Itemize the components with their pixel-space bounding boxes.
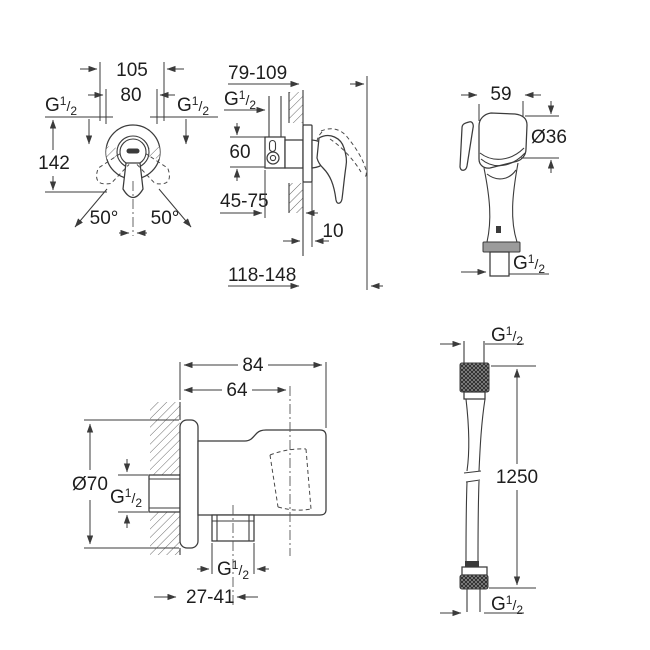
lever-side <box>316 135 348 204</box>
holder-body <box>197 429 327 516</box>
dim-plate-thickness: 10 <box>322 221 343 242</box>
flange-hatch-left <box>106 146 117 159</box>
escutcheon-plate <box>302 124 313 183</box>
holder-escutcheon <box>179 419 199 549</box>
thread-label-inlet: G1/2 <box>110 486 142 510</box>
view-hose: G1/2 1250 G1/2 <box>440 324 538 617</box>
hose-tube-lower <box>465 481 468 562</box>
dim-depth-bottom: 118-148 <box>228 265 296 286</box>
thread-label-side: G1/2 <box>224 88 256 112</box>
thread-label-outlet: G1/2 <box>217 558 249 582</box>
trigger-lever <box>459 121 474 171</box>
shower-head <box>478 112 528 169</box>
wall-hatch-lower <box>289 183 303 213</box>
thread-label-left: G1/2 <box>45 94 77 118</box>
dim-outlet-offset: 27-41 <box>186 587 235 608</box>
dim-hose-length: 1250 <box>496 467 538 488</box>
dim-width-inner: 80 <box>120 85 141 106</box>
shower-body <box>483 167 491 243</box>
view-mixer-side: 79-109 G1/2 60 45-75 10 118-148 <box>220 63 383 290</box>
inlet-nipple <box>148 474 181 513</box>
lever-side-open <box>320 128 367 179</box>
holder-cup <box>269 454 279 508</box>
dim-depth-total: 84 <box>242 355 264 376</box>
thread-label-hose-top: G1/2 <box>491 324 523 348</box>
collar-ring <box>482 241 521 253</box>
valve-body <box>284 139 304 169</box>
dim-depth-mid: 45-75 <box>220 191 269 212</box>
dim-body-height: 60 <box>229 142 250 163</box>
thread-label-shower: G1/2 <box>513 252 545 276</box>
view-wall-holder: 84 64 Ø70 G1/2 G1/2 27-41 <box>72 355 327 608</box>
dim-angle-left: 50° <box>90 208 119 229</box>
dim-depth-inner: 64 <box>226 380 248 401</box>
hose-tube-upper <box>465 398 470 472</box>
dim-head-diameter: Ø36 <box>531 127 567 148</box>
flange-hatch-right <box>149 146 160 159</box>
wall-hatch-upper <box>289 92 303 123</box>
dim-depth-top: 79-109 <box>228 63 287 84</box>
dim-width-outer: 105 <box>116 60 148 81</box>
dim-head-width: 59 <box>490 84 511 105</box>
dim-angle-right: 50° <box>151 208 180 229</box>
view-mixer-front: 105 80 G1/2 G1/2 142 50° 50° <box>38 60 218 237</box>
inlet-stem <box>489 251 510 277</box>
dim-height: 142 <box>38 153 70 174</box>
thread-label-right: G1/2 <box>177 94 209 118</box>
view-hand-shower: 59 Ø36 G1/2 <box>459 84 567 277</box>
lever-handle <box>122 162 144 199</box>
body-notch <box>496 226 501 233</box>
dim-plate-diameter: Ø70 <box>72 474 108 495</box>
hose-nut-bottom <box>459 574 489 590</box>
handle-slot <box>126 148 140 154</box>
thread-label-hose-bottom: G1/2 <box>491 593 523 617</box>
hose-nut-top <box>459 362 490 393</box>
